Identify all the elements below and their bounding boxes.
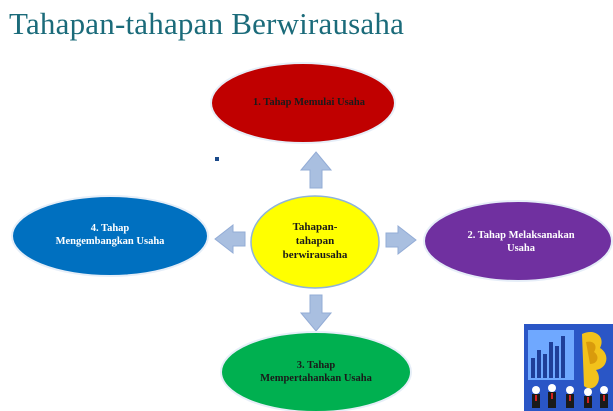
arrow-right: [385, 224, 417, 256]
node-right-shape: [423, 200, 613, 282]
node-left-label: 4. Tahap Mengembangkan Usaha: [22, 218, 198, 252]
node-bottom-shape: [220, 331, 412, 411]
slide-title: Tahapan-tahapan Berwirausaha: [9, 6, 405, 41]
node-left-shape: [11, 195, 209, 277]
node-top-label-line: 1. Tahap Memulai Usaha: [252, 97, 366, 109]
node-center-label: Tahapan- tahapan berwirausaha: [265, 214, 365, 270]
node-bottom-label-line: 3. Tahap: [296, 359, 336, 371]
node-left-label-line: 4. Tahap: [90, 222, 130, 234]
node-bottom-label-line: Mempertahankan Usaha: [260, 373, 372, 384]
node-top-label: 1. Tahap Memulai Usaha: [225, 91, 393, 115]
node-right-label: 2. Tahap Melaksanakan Usaha: [440, 225, 602, 259]
bullet-dot: [215, 157, 219, 161]
node-center-shape: [250, 195, 380, 289]
node-right-label-line: 2. Tahap Melaksanakan: [467, 229, 575, 241]
clipart-graphic: [524, 324, 613, 411]
arrow-up: [299, 151, 333, 189]
node-bottom-label: 3. Tahap Mempertahankan Usaha: [228, 355, 404, 389]
node-center-label-line: tahapan: [295, 235, 335, 248]
arrow-left: [214, 223, 246, 255]
node-left-label-line: Mengembangkan Usaha: [55, 236, 165, 247]
node-right-label-line: Usaha: [506, 243, 535, 254]
node-center-label-line: berwirausaha: [282, 248, 348, 261]
arrow-down: [299, 294, 333, 332]
node-center-label-line: Tahapan-: [292, 221, 338, 234]
node-top-shape: [210, 62, 396, 144]
business-people-clipart-icon: [524, 324, 613, 411]
